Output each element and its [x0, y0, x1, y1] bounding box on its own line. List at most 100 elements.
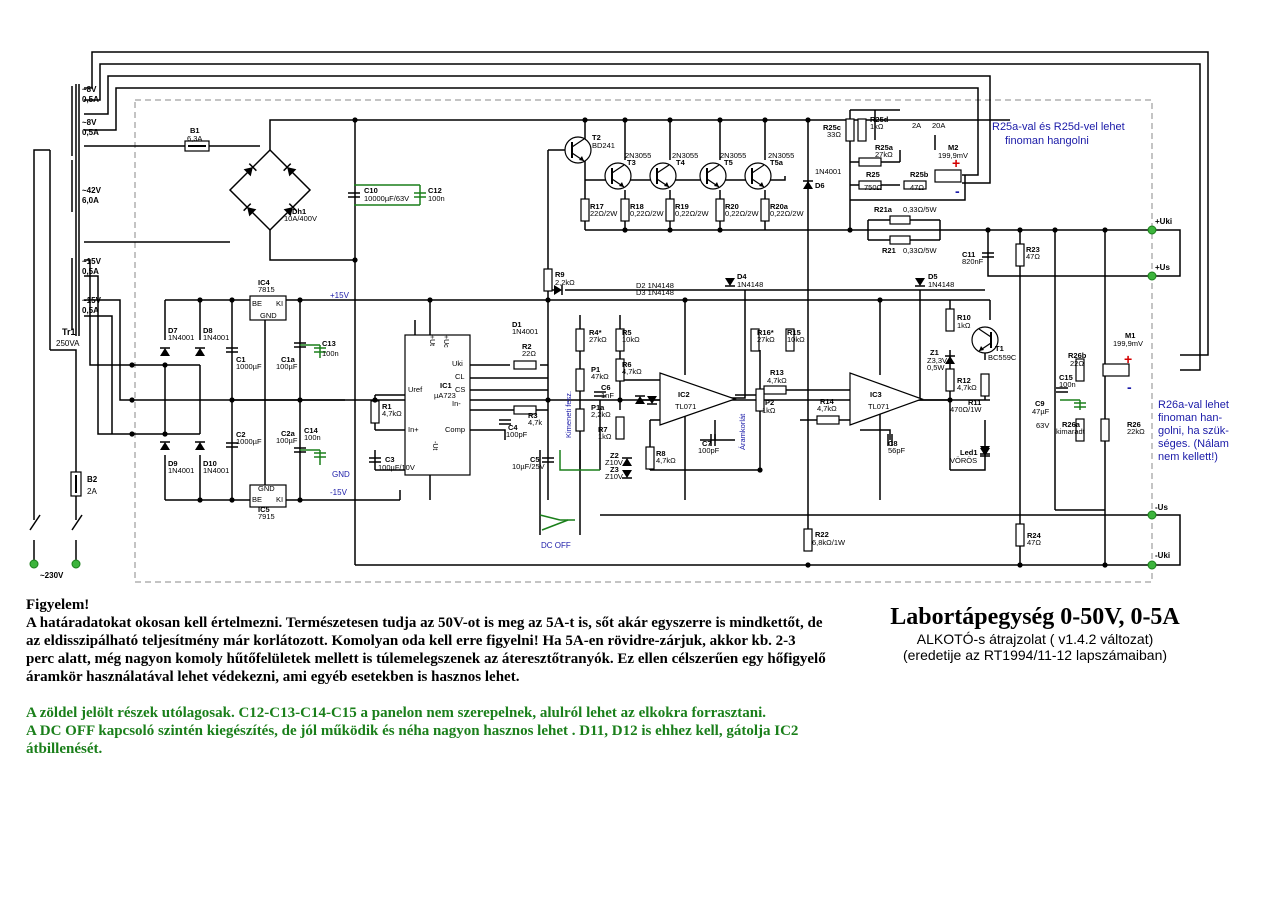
- svg-text:1N4001: 1N4001: [203, 466, 229, 475]
- svg-text:2N3055: 2N3055: [768, 151, 794, 160]
- svg-text:R18: R18: [630, 202, 644, 211]
- svg-text:Z3,3V: Z3,3V: [927, 356, 947, 365]
- ic1-ua723: [404, 334, 471, 476]
- svg-text:T1: T1: [995, 344, 1004, 353]
- svg-text:C15: C15: [1059, 373, 1073, 382]
- svg-text:M1: M1: [1125, 331, 1135, 340]
- svg-text:10000µF/63V: 10000µF/63V: [364, 194, 409, 203]
- svg-text:P2: P2: [765, 398, 774, 407]
- ic2-opamp: [659, 372, 737, 426]
- svg-text:T5a: T5a: [770, 158, 784, 167]
- svg-text:P1a: P1a: [591, 403, 605, 412]
- svg-text:R15: R15: [787, 328, 801, 337]
- fuse-b2-value: 2A: [87, 487, 97, 496]
- svg-text:Led1: Led1: [960, 448, 978, 457]
- svg-text:R26a: R26a: [1062, 420, 1081, 429]
- svg-text:R20a: R20a: [770, 202, 789, 211]
- svg-text:100pF: 100pF: [506, 430, 528, 439]
- svg-text:R6: R6: [622, 360, 632, 369]
- svg-text:0,22Ω/2W: 0,22Ω/2W: [675, 209, 709, 218]
- svg-text:47Ω: 47Ω: [1026, 252, 1040, 261]
- svg-text:1N4001: 1N4001: [168, 333, 194, 342]
- svg-text:47Ω: 47Ω: [1027, 538, 1041, 547]
- svg-text:0,33Ω/5W: 0,33Ω/5W: [903, 205, 937, 214]
- notes-green-paragraph: A zöldel jelölt részek utólagosak. C12-C…: [26, 705, 767, 721]
- svg-text:1N4001: 1N4001: [815, 167, 841, 176]
- svg-text:63V: 63V: [1036, 421, 1049, 430]
- svg-text:KI: KI: [276, 299, 283, 308]
- svg-text:T5: T5: [724, 158, 733, 167]
- r26-note-line: R26a-val lehet: [1158, 399, 1229, 411]
- svg-text:2N3055: 2N3055: [720, 151, 746, 160]
- svg-text:T2: T2: [592, 133, 601, 142]
- svg-text:IC1: IC1: [440, 381, 452, 390]
- svg-text:R25c: R25c: [823, 123, 841, 132]
- svg-text:27kΩ: 27kΩ: [757, 335, 775, 344]
- svg-text:C14: C14: [304, 426, 319, 435]
- green-additions: [300, 184, 1081, 521]
- svg-text:Z10V: Z10V: [605, 458, 623, 467]
- svg-text:4,7kΩ: 4,7kΩ: [957, 383, 977, 392]
- transformer-labels: ~8V 0,5A ~8V 0,5A ~42V 6,0A ~15V 0,5A ~1…: [82, 85, 102, 315]
- ic4-regulator: [249, 295, 287, 321]
- svg-text:4,7k: 4,7k: [528, 418, 542, 427]
- svg-text:R21a: R21a: [874, 205, 893, 214]
- tap-label: 6,0A: [82, 196, 99, 205]
- svg-text:TL071: TL071: [675, 402, 696, 411]
- svg-text:C11: C11: [962, 250, 975, 259]
- dc-off-label: DC OFF: [541, 541, 571, 550]
- svg-text:1kΩ: 1kΩ: [762, 406, 776, 415]
- svg-text:R12: R12: [957, 376, 971, 385]
- svg-text:56pF: 56pF: [888, 446, 906, 455]
- rail-gnd: GND: [332, 470, 350, 479]
- svg-text:4,7kΩ: 4,7kΩ: [622, 367, 642, 376]
- svg-text:470Ω/1W: 470Ω/1W: [950, 405, 982, 414]
- svg-text:1000µF: 1000µF: [236, 437, 262, 446]
- svg-text:Z10V: Z10V: [605, 472, 623, 481]
- svg-text:IC2: IC2: [678, 390, 690, 399]
- svg-text:VÖRÖS: VÖRÖS: [950, 456, 977, 465]
- svg-text:0,22Ω/2W: 0,22Ω/2W: [725, 209, 759, 218]
- svg-text:20A: 20A: [932, 121, 945, 130]
- svg-text:P1: P1: [591, 365, 600, 374]
- svg-text:R5: R5: [622, 328, 632, 337]
- svg-text:Dh1: Dh1: [292, 207, 306, 216]
- svg-text:1kΩ: 1kΩ: [870, 122, 884, 131]
- svg-text:2N3055: 2N3055: [672, 151, 698, 160]
- tap-label: ~8V: [82, 85, 97, 94]
- current-limit-label: Áramkorlát: [738, 413, 747, 450]
- svg-text:M2: M2: [948, 143, 958, 152]
- svg-text:D3 1N4148: D3 1N4148: [636, 288, 674, 297]
- r26-note-line: séges. (Nálam: [1158, 438, 1229, 450]
- svg-text:C1a: C1a: [281, 355, 296, 364]
- svg-text:BC559C: BC559C: [988, 353, 1017, 362]
- svg-text:R16*: R16*: [757, 328, 774, 337]
- svg-text:C7: C7: [702, 439, 712, 448]
- svg-text:B1: B1: [190, 126, 200, 135]
- svg-text:Z1: Z1: [930, 348, 939, 357]
- svg-text:100n: 100n: [1059, 380, 1076, 389]
- svg-text:100n: 100n: [322, 349, 339, 358]
- svg-text:IC5: IC5: [258, 505, 270, 514]
- r26-note-line: golni, ha szük-: [1158, 425, 1229, 437]
- svg-text:R21: R21: [882, 246, 896, 255]
- svg-text:27kΩ: 27kΩ: [875, 150, 893, 159]
- ic5-regulator: [249, 484, 287, 508]
- svg-text:100µF: 100µF: [276, 362, 298, 371]
- svg-text:C3: C3: [385, 455, 395, 464]
- enclosure-outline: [134, 99, 1153, 583]
- svg-text:In+: In+: [408, 425, 419, 434]
- svg-text:CL: CL: [455, 372, 465, 381]
- svg-text:R11: R11: [968, 398, 981, 407]
- resistors: [370, 118, 1110, 552]
- svg-text:6,3A: 6,3A: [187, 134, 202, 143]
- svg-text:199,9mV: 199,9mV: [938, 151, 968, 160]
- svg-text:10µF/25V: 10µF/25V: [512, 462, 545, 471]
- transformer-name: Tr1: [62, 327, 76, 337]
- svg-text:R25b: R25b: [910, 170, 929, 179]
- svg-text:R7: R7: [598, 425, 608, 434]
- page-title: Labortápegység 0-50V, 0-5A: [890, 604, 1180, 630]
- svg-text:7815: 7815: [258, 285, 275, 294]
- svg-text:100µF/10V: 100µF/10V: [378, 463, 415, 472]
